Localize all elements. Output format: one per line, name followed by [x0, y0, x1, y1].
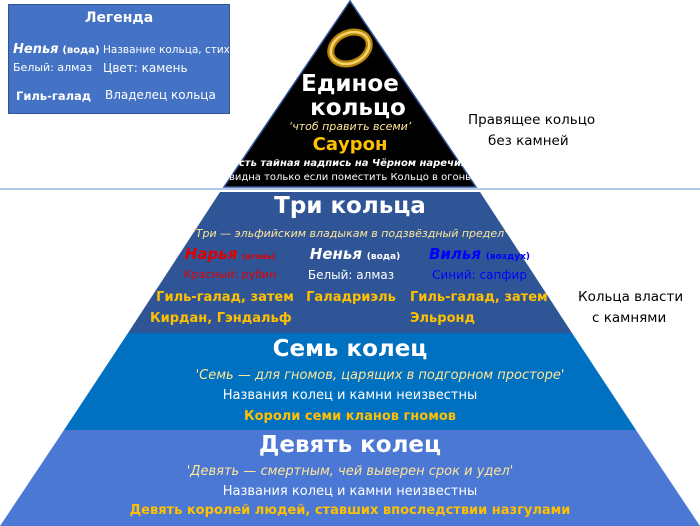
ring-vilya: Вилья (воздух): [428, 245, 531, 263]
pyramid-tier-one-ring: [222, 0, 478, 188]
legend-owner-desc: Владелец кольца: [105, 88, 216, 102]
one-ring-title-2: кольцо: [310, 95, 406, 121]
nine-rings-owner: Девять королей людей, ставших впоследств…: [129, 503, 571, 518]
ring-narya-owner-2: Кирдан, Гэндальф: [150, 311, 292, 326]
pyramid-tier-three-rings: [128, 192, 572, 333]
one-ring-note-1: Есть тайная надпись на Чёрном наречии: [232, 158, 468, 169]
legend-owner: Гиль-галад: [16, 89, 92, 103]
ring-vilya-owner-2: Эльронд: [410, 311, 475, 326]
seven-rings-note: Названия колец и камни неизвестны: [222, 388, 478, 403]
one-ring-side-label-2: без камней: [488, 133, 569, 149]
three-side-label-2: с камнями: [592, 310, 667, 326]
pyramid-tier-nine-rings: [0, 430, 700, 526]
ring-image-icon: [327, 28, 373, 68]
legend-ring-name: Нenья: [13, 42, 59, 57]
one-ring-side-label-1: Правящее кольцо: [468, 112, 596, 128]
one-ring-note-2: видна только если поместить Кольцо в ого…: [228, 172, 472, 183]
ring-narya-owner-1: Гиль-галад, затем: [156, 290, 294, 305]
one-ring-title-1: Единое: [301, 71, 399, 97]
one-ring-owner: Саурон: [312, 134, 388, 155]
legend-stone: Белый: алмаз: [13, 61, 93, 74]
ring-nenya: Ненья (вода): [309, 245, 401, 263]
three-side-label-1: Кольца власти: [578, 289, 684, 305]
ring-vilya-stone: Синий: сапфир: [432, 268, 527, 282]
ring-nenya-stone: Белый: алмаз: [307, 268, 395, 282]
ring-vilya-owner-1: Гиль-галад, затем: [410, 290, 548, 305]
one-ring-quote: ‘чтоб править всеми’: [288, 120, 412, 133]
legend-title: Легенда: [84, 10, 154, 26]
seven-rings-owner: Короли семи кланов гномов: [243, 409, 456, 424]
ring-nenya-owner: Галадриэль: [306, 290, 396, 305]
legend-name-desc: Название кольца, стихия: [103, 44, 244, 56]
three-rings-title: Три кольца: [274, 193, 426, 219]
ring-narya: Нарья (огонь): [184, 245, 276, 263]
ring-narya-stone: Красный: рубин: [183, 268, 277, 281]
legend-box: Легенда Нenья (вода) Название кольца, ст…: [8, 4, 243, 114]
nine-rings-note: Названия колец и камни неизвестны: [222, 484, 478, 499]
seven-rings-quote: 'Семь — для гномов, царящих в подгорном …: [195, 368, 565, 383]
seven-rings-title: Семь колец: [272, 336, 428, 362]
legend-ring-element: (вода): [62, 45, 100, 56]
legend-stone-desc: Цвет: камень: [103, 61, 188, 75]
pyramid-tier-seven-rings: [64, 333, 636, 430]
nine-rings-quote: 'Девять — смертным, чей выверен срок и у…: [186, 464, 514, 479]
three-rings-quote: 'Три — эльфийским владыкам в подзвёздный…: [192, 227, 508, 240]
nine-rings-title: Девять колец: [258, 432, 442, 458]
